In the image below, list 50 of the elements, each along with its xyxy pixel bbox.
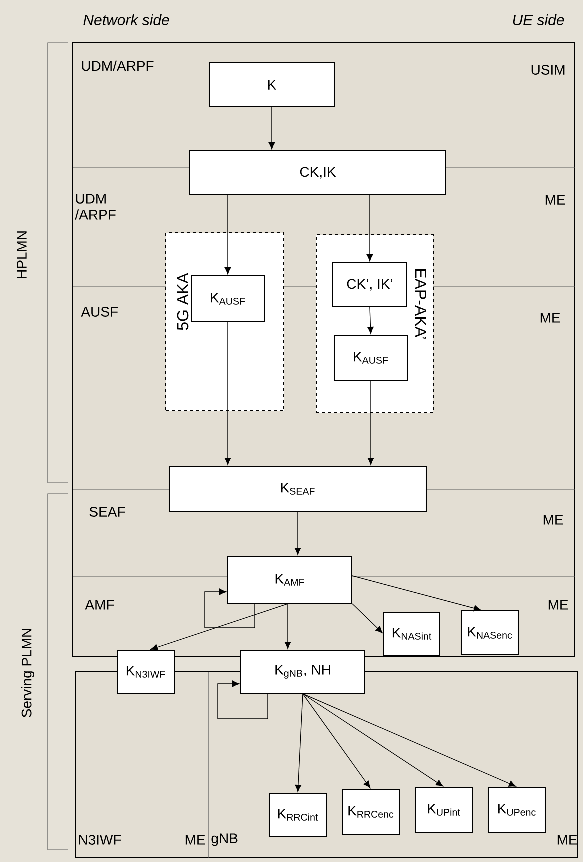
arrow bbox=[302, 694, 444, 787]
region-label: SEAF bbox=[90, 507, 126, 517]
arrow bbox=[302, 694, 371, 788]
arrow bbox=[366, 195, 374, 262]
region-label: ME bbox=[544, 515, 564, 525]
key-box: K$_{AMF}$ bbox=[228, 556, 352, 604]
key-box: K$_{gNB}$, NH bbox=[240, 650, 366, 694]
key-box: CK’, IK’ bbox=[332, 262, 408, 308]
arrow bbox=[150, 604, 288, 651]
key-box: K$_{UPint}$ bbox=[415, 787, 473, 833]
arrow bbox=[352, 576, 482, 612]
region-label: N3IWF bbox=[79, 835, 122, 845]
key-box: K$_{UPenc}$ bbox=[488, 787, 546, 833]
arrow bbox=[224, 322, 232, 466]
key-box: K bbox=[209, 62, 335, 108]
arrow bbox=[284, 604, 292, 650]
region-label: UE side bbox=[513, 14, 564, 26]
region-label: AMF bbox=[85, 600, 114, 610]
region-label: USIM bbox=[532, 65, 565, 75]
region-label: ME bbox=[546, 195, 566, 205]
key-box: K$_{N3IWF}$ bbox=[117, 650, 175, 694]
key-box: K$_{SEAF}$ bbox=[169, 466, 427, 512]
region-label: HPLMN bbox=[17, 232, 27, 278]
region-label: UDM /ARPF bbox=[75, 194, 116, 220]
arrow bbox=[352, 604, 383, 634]
region-label: Serving PLMN bbox=[21, 629, 35, 718]
arrow bbox=[302, 694, 516, 787]
arrow bbox=[368, 307, 374, 334]
key-box: K$_{AUSF}$ bbox=[334, 335, 408, 381]
region-label: Network side bbox=[84, 14, 170, 26]
key-box: CK,IK bbox=[190, 150, 446, 196]
region-label: gNB bbox=[212, 834, 238, 846]
arrow bbox=[295, 694, 304, 792]
arrow bbox=[268, 107, 276, 150]
key-box: K$_{RRCint}$ bbox=[269, 793, 327, 837]
region-label: AUSF bbox=[81, 307, 118, 317]
key-box: K$_{AUSF}$ bbox=[191, 276, 265, 322]
region-label: UDM/ARPF bbox=[82, 60, 154, 72]
arrow bbox=[204, 588, 256, 628]
arrow bbox=[218, 680, 268, 720]
region-label: ME bbox=[558, 835, 578, 845]
arrow bbox=[368, 380, 374, 466]
key-box: K$_{NASenc}$ bbox=[461, 610, 519, 656]
key-box: K$_{RRCenc}$ bbox=[342, 789, 400, 835]
arrow bbox=[224, 195, 232, 275]
key-box: K$_{NASint}$ bbox=[384, 612, 440, 656]
region-label: ME bbox=[540, 313, 560, 323]
arrow bbox=[294, 512, 302, 556]
region-label: ME bbox=[548, 600, 568, 610]
region-label: ME bbox=[186, 835, 206, 845]
